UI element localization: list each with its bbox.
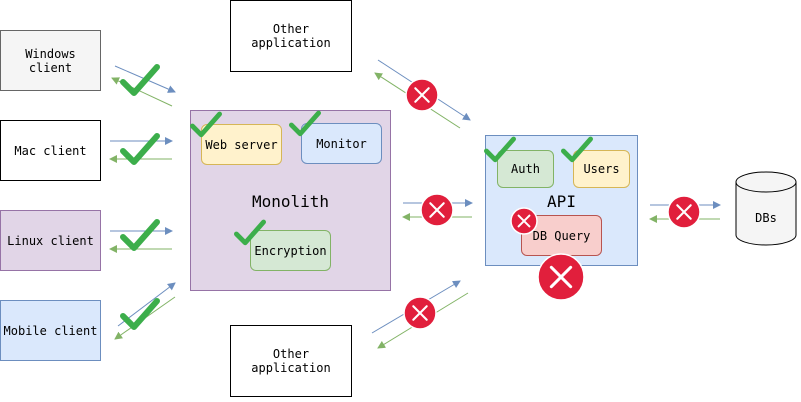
- windows-check-icon: [120, 64, 160, 96]
- api-failure-cross-icon: [537, 253, 585, 301]
- other-application-bottom-label: Other application: [251, 347, 331, 375]
- mac-check-icon: [120, 133, 160, 165]
- dbs-cylinder: [735, 171, 797, 246]
- dbs-cross-icon: [667, 195, 701, 229]
- other-application-top-label: Other application: [251, 22, 331, 50]
- mac-client-label: Mac client: [14, 143, 87, 158]
- other-bottom-cross-icon: [403, 296, 437, 330]
- linux-check-icon: [120, 219, 160, 251]
- mac-client-box: Mac client: [0, 120, 101, 181]
- other-top-cross-icon: [405, 78, 439, 112]
- monolith-api-cross-icon: [420, 193, 454, 227]
- web-server-check-icon: [190, 111, 222, 138]
- windows-client-box: Windows client: [0, 30, 101, 91]
- encryption-check-icon: [234, 219, 266, 246]
- monitor-box: Monitor: [301, 123, 382, 164]
- auth-box: Auth: [497, 150, 554, 188]
- other-application-top-box: Other application: [230, 0, 352, 72]
- mobile-client-box: Mobile client: [0, 300, 101, 361]
- encryption-box: Encryption: [250, 230, 331, 271]
- other-application-bottom-box: Other application: [230, 325, 352, 397]
- linux-client-box: Linux client: [0, 210, 101, 271]
- mobile-check-icon: [120, 298, 160, 330]
- auth-check-icon: [484, 136, 516, 163]
- monolith-title: Monolith: [251, 192, 330, 211]
- api-title: API: [547, 192, 576, 211]
- monitor-check-icon: [289, 110, 321, 137]
- db-query-cross-icon: [510, 207, 538, 235]
- users-check-icon: [561, 136, 593, 163]
- web-server-box: Web server: [201, 124, 282, 165]
- dbs-label: DBs: [755, 211, 777, 225]
- users-box: Users: [573, 150, 630, 188]
- mobile-client-label: Mobile client: [3, 323, 98, 338]
- windows-client-label: Windows client: [25, 46, 76, 75]
- linux-client-label: Linux client: [7, 233, 94, 248]
